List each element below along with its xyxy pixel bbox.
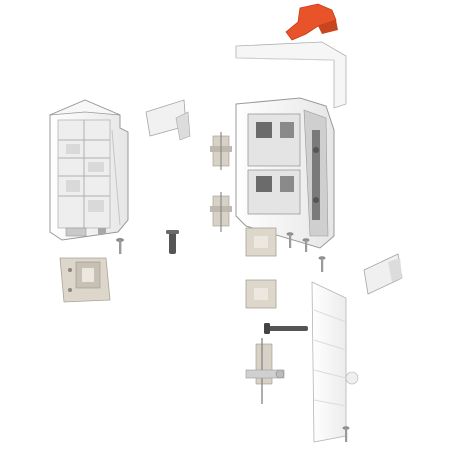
cover-strip — [235, 41, 347, 109]
small-bracket-top — [145, 99, 191, 141]
side-bracket-right — [363, 253, 403, 295]
screw — [286, 232, 294, 248]
left-housing — [49, 99, 129, 241]
dark-pin — [264, 323, 308, 334]
left-mounting-plate — [59, 257, 111, 303]
dark-pin — [166, 230, 179, 254]
screw — [302, 238, 310, 252]
plate-upper — [245, 227, 277, 257]
front-panel — [311, 281, 359, 443]
orange-clip — [285, 3, 338, 41]
hinge-clip-upper — [210, 132, 232, 170]
bottom-screw — [342, 426, 350, 442]
plate-lower — [245, 279, 277, 309]
mechanism-housing — [235, 97, 335, 249]
screw — [116, 238, 124, 254]
lever-mechanism — [245, 338, 285, 404]
hinge-clip-lower — [210, 192, 232, 232]
screw — [318, 256, 326, 272]
